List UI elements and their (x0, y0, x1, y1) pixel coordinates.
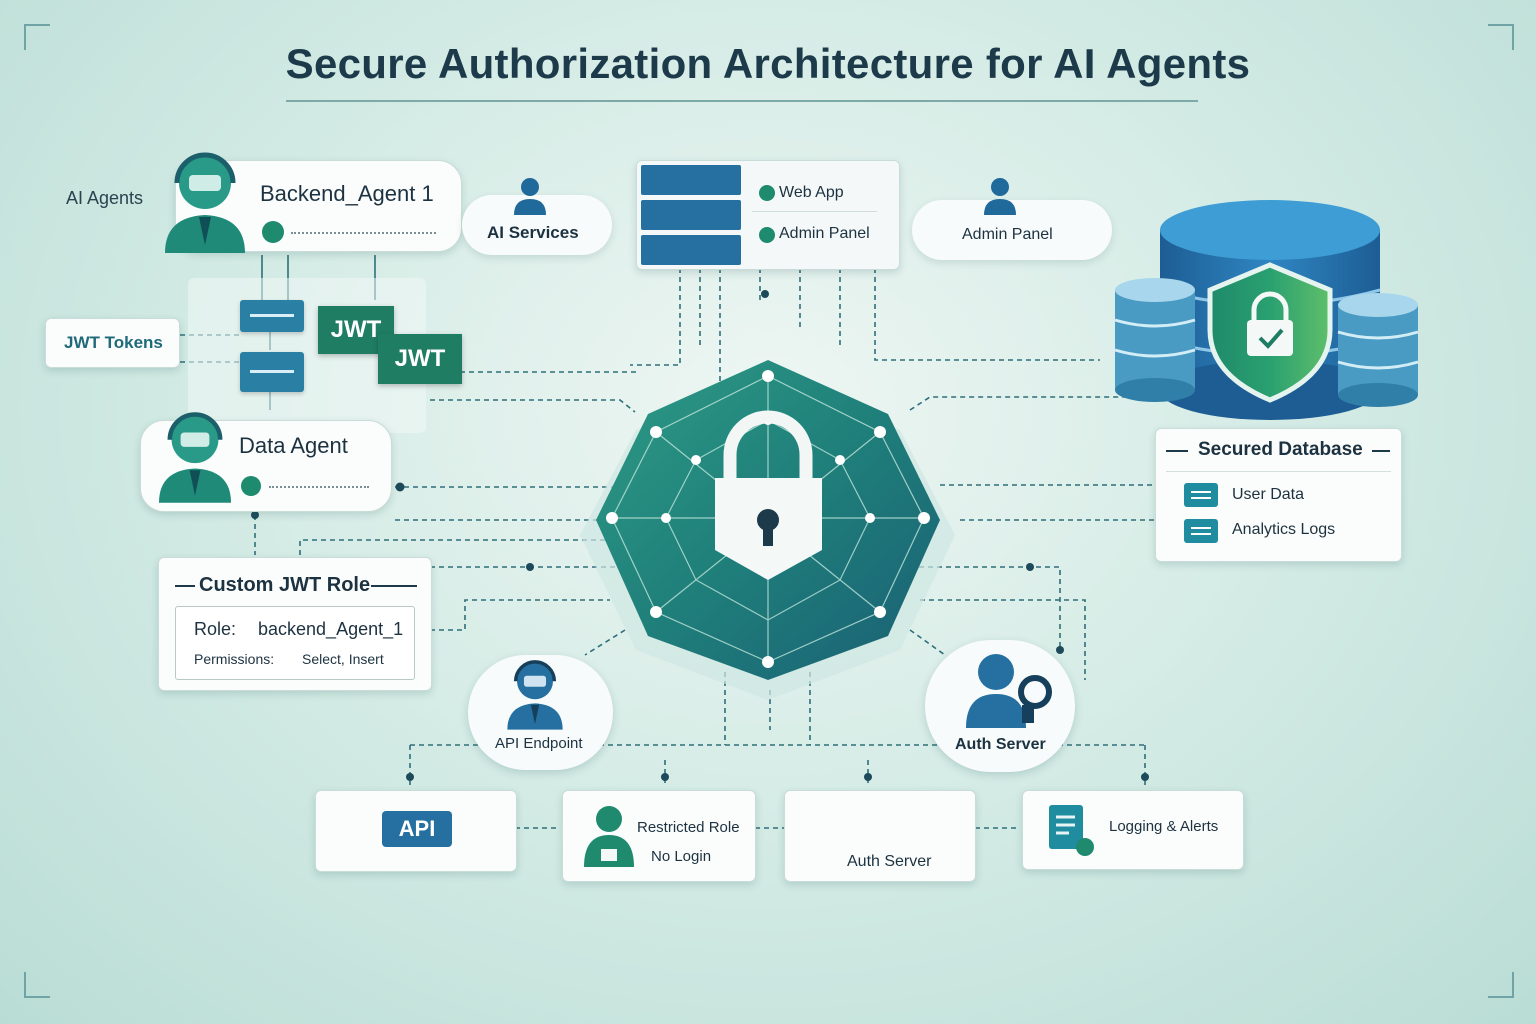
web-app-label: Web App (779, 184, 844, 201)
progress-line (291, 232, 436, 234)
shield-lock-icon (1207, 262, 1333, 403)
diagram-title: Secure Authorization Architecture for AI… (285, 40, 1251, 87)
title-underline (286, 100, 1198, 102)
auth-server-box[interactable]: Auth Server (784, 790, 976, 882)
database-small-left-icon (1114, 278, 1196, 402)
db-item-user-data: User Data (1232, 486, 1305, 503)
backend-agent-name: Backend_Agent 1 (260, 181, 434, 206)
jwt-token-2: JWT (378, 334, 462, 384)
jwt-tokens-label: JWT Tokens (64, 333, 163, 352)
permissions-value: Select, Insert (302, 651, 384, 667)
ai-agents-label: AI Agents (66, 188, 144, 208)
jwt-token-1: JWT (318, 306, 394, 354)
no-login-label: No Login (651, 848, 712, 865)
admin-panel-label: Admin Panel (779, 225, 870, 242)
person-key-icon (966, 654, 1052, 728)
admin-cloud-label: Admin Panel (962, 226, 1053, 243)
secured-database-card[interactable]: Secured Database User Data Analytics Log… (1155, 428, 1402, 562)
api-badge-label: API (398, 816, 436, 841)
heading-rule-left (175, 585, 195, 587)
frame-corner-bottom-right (1488, 972, 1514, 998)
restricted-role-box[interactable]: Restricted Role No Login (562, 790, 756, 882)
panel-divider (752, 211, 877, 212)
app-server-panel[interactable]: Web App Admin Panel (636, 160, 900, 270)
ai-services-cloud[interactable]: AI Services (462, 195, 612, 255)
auth-server-node-label: Auth Server (955, 736, 1046, 753)
frame-corner-top-left (24, 24, 50, 50)
api-box[interactable]: API (315, 790, 517, 872)
role-label: Role: (194, 619, 237, 639)
logging-alerts-box[interactable]: Logging & Alerts (1022, 790, 1244, 870)
frame-corner-bottom-left (24, 972, 50, 998)
frame-corner-top-right (1488, 24, 1514, 50)
api-endpoint-label: API Endpoint (495, 735, 583, 752)
heading-divider (1166, 471, 1391, 472)
agent-headset-icon (507, 660, 563, 730)
custom-jwt-role-card[interactable]: Custom JWT Role Role: backend_Agent_1 Pe… (158, 557, 432, 691)
person-lock-icon (584, 806, 634, 867)
ai-services-label: AI Services (487, 223, 579, 242)
status-dot-icon (241, 476, 261, 496)
heading-rule-right (1372, 450, 1390, 452)
secured-db-title: Secured Database (1198, 439, 1363, 460)
analytics-logs-icon (1184, 519, 1218, 543)
logging-alerts-label: Logging & Alerts (1109, 818, 1219, 835)
heading-rule-right (371, 585, 417, 587)
role-value: backend_Agent_1 (258, 619, 404, 639)
custom-role-title: Custom JWT Role (199, 574, 371, 596)
server-rack-icon (641, 165, 741, 265)
restricted-role-label: Restricted Role (637, 819, 740, 836)
admin-panel-icon (759, 227, 775, 243)
status-dot-icon (262, 221, 284, 243)
token-bar-1 (240, 300, 304, 332)
agent-headset-icon (165, 152, 245, 253)
auth-server-box-label: Auth Server (847, 853, 932, 870)
padlock-icon (715, 410, 822, 580)
person-icon (984, 178, 1016, 215)
db-item-analytics-logs: Analytics Logs (1232, 521, 1336, 538)
user-data-icon (1184, 483, 1218, 507)
database-small-right-icon (1337, 293, 1419, 407)
web-app-icon (759, 185, 775, 201)
api-badge: API (382, 811, 452, 847)
document-icon (1049, 805, 1094, 856)
token-bar-2 (240, 352, 304, 392)
jwt-tokens-label-box[interactable]: JWT Tokens (45, 318, 180, 368)
person-icon (514, 178, 546, 215)
role-details-box: Role: backend_Agent_1 Permissions: Selec… (175, 606, 415, 680)
heading-rule-left (1166, 450, 1188, 452)
permissions-label: Permissions: (194, 651, 275, 667)
progress-line (269, 486, 369, 488)
agent-headset-icon (159, 412, 231, 503)
data-agent-name: Data Agent (239, 433, 348, 458)
